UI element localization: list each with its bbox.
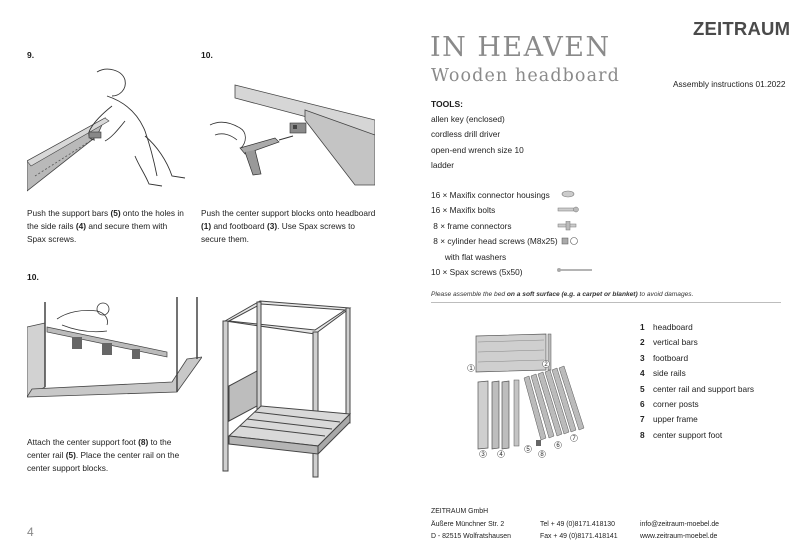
part-item: 16 × Maxifix bolts <box>431 205 496 216</box>
assembly-label: Assembly instructions 01.2022 <box>673 79 786 89</box>
footer-website[interactable]: www.zeitraum-moebel.de <box>640 533 718 540</box>
step-9-caption: Push the support bars (5) onto the holes… <box>27 208 184 245</box>
diagram-label: 7 <box>572 436 576 442</box>
part-item: 8 × cylinder head screws (M8x25) <box>431 236 558 247</box>
footer-address: ZEITRAUM GmbH Äußere Münchner Str. 2 D -… <box>431 506 511 544</box>
assembly-note: Please assemble the bed on a soft surfac… <box>431 291 694 298</box>
footer-phone: Tel + 49 (0)8171.418130 Fax + 49 (0)8171… <box>540 519 618 544</box>
product-title: IN HEAVEN <box>430 32 611 63</box>
diagram-label: 3 <box>481 452 485 458</box>
parts-overview-diagram: 1 2 3 4 5 6 7 8 <box>467 333 585 458</box>
tool-item: open-end wrench size 10 <box>431 144 524 155</box>
frame-connector-icon <box>557 221 577 231</box>
product-subtitle: Wooden headboard <box>431 66 620 86</box>
footer-company: ZEITRAUM GmbH <box>431 508 489 515</box>
tool-item: cordless drill driver <box>431 129 501 140</box>
canopy-bed-illustration <box>222 300 352 478</box>
diagram-label: 1 <box>469 366 473 372</box>
spax-screw-icon <box>557 268 592 272</box>
step-10b-number: 10. <box>27 272 39 282</box>
part-item: with flat washers <box>431 251 507 262</box>
step-9-number: 9. <box>27 50 35 60</box>
diagram-label: 2 <box>544 362 548 368</box>
footer-fax: Fax + 49 (0)8171.418141 <box>540 533 618 540</box>
diagram-label: 5 <box>526 447 530 453</box>
step-10a-illustration <box>209 84 375 186</box>
step-10a-number: 10. <box>201 50 213 60</box>
tool-item: allen key (enclosed) <box>431 114 505 124</box>
footer-tel: Tel + 49 (0)8171.418130 <box>540 520 615 528</box>
parts-list: 16 × Maxifix connector housings 16 × Max… <box>431 188 558 280</box>
footer-street: Äußere Münchner Str. 2 <box>431 520 505 528</box>
step-10a-caption: Push the center support blocks onto head… <box>201 208 376 245</box>
footer-contact: info@zeitraum-moebel.de www.zeitraum-moe… <box>640 519 719 544</box>
bolt-icon <box>557 206 579 213</box>
step-10b-caption: Attach the center support foot (8) to th… <box>27 437 180 474</box>
part-item: 10 × Spax screws (5x50) <box>431 267 523 278</box>
cylinder-screw-icon <box>561 237 578 245</box>
diagram-label: 4 <box>499 452 503 458</box>
tool-item: ladder <box>431 160 455 171</box>
step-10b-illustration <box>27 297 202 398</box>
tools-list: allen key (enclosed) cordless drill driv… <box>431 112 524 174</box>
diagram-label: 6 <box>556 443 560 449</box>
part-item: 16 × Maxifix connector housings <box>431 190 550 200</box>
page-number: 4 <box>27 525 34 539</box>
connector-housing-icon <box>561 190 575 198</box>
tools-heading: TOOLS: <box>431 99 463 109</box>
step-9-illustration <box>27 68 186 192</box>
footer-email[interactable]: info@zeitraum-moebel.de <box>640 520 720 528</box>
diagram-label: 8 <box>540 452 544 458</box>
zeitraum-logo: ZEITRAUM <box>693 18 791 39</box>
divider <box>431 302 781 303</box>
part-item: 8 × frame connectors <box>431 220 512 231</box>
footer-city: D - 82515 Wolfratshausen <box>431 533 511 540</box>
